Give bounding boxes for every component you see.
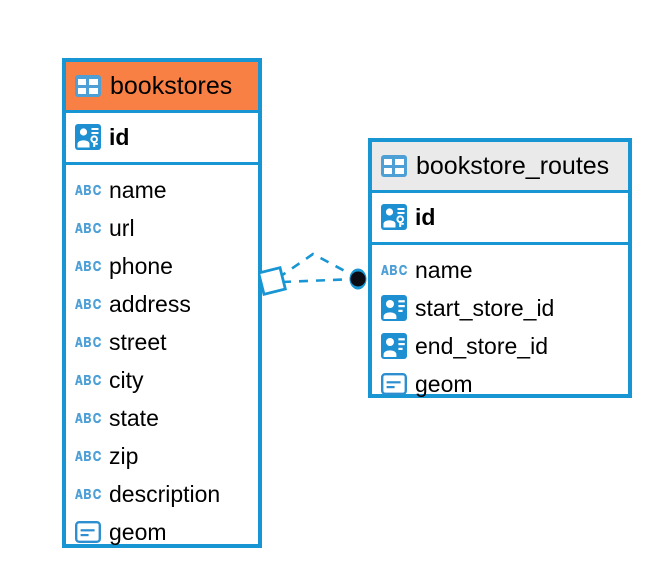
field-row-state[interactable]: state (66, 399, 258, 437)
primary-key-icon (381, 204, 407, 230)
field-label-state: state (109, 404, 159, 431)
field-row-geom[interactable]: geom (66, 513, 258, 551)
field-row-phone[interactable]: phone (66, 247, 258, 285)
text-type-icon (75, 373, 101, 387)
field-row-address[interactable]: address (66, 285, 258, 323)
text-type-icon (75, 297, 101, 311)
field-row-description[interactable]: description (66, 475, 258, 513)
field-row-geom[interactable]: geom (372, 365, 628, 403)
field-label-start-store-id: start_store_id (415, 294, 555, 321)
entity-table-bookstores[interactable]: bookstores id (62, 58, 262, 548)
text-type-icon (75, 259, 101, 273)
field-row-street[interactable]: street (66, 323, 258, 361)
text-type-icon (75, 221, 101, 235)
text-type-icon (75, 335, 101, 349)
field-label-street: street (109, 328, 167, 355)
field-row-name[interactable]: name (66, 171, 258, 209)
entity-header-bookstores[interactable]: bookstores (66, 62, 258, 110)
foreign-key-icon (381, 295, 407, 321)
text-type-icon (75, 183, 101, 197)
geometry-type-icon (381, 371, 407, 397)
relationship-connector[interactable] (256, 240, 378, 320)
field-label-name: name (109, 176, 167, 203)
primary-key-section-bookstores: id (66, 110, 258, 165)
field-label-description: description (109, 480, 221, 507)
field-label-end-store-id: end_store_id (415, 332, 548, 359)
entity-title-bookstores: bookstores (110, 71, 233, 100)
fields-section-bookstore-routes: name start_store_id (372, 245, 628, 407)
text-type-icon (75, 411, 101, 425)
entity-table-bookstore-routes[interactable]: bookstore_routes id (368, 138, 632, 398)
diamond-marker (256, 265, 288, 297)
field-label-address: address (109, 290, 191, 317)
foreign-key-icon (381, 333, 407, 359)
entity-header-bookstore-routes[interactable]: bookstore_routes (372, 142, 628, 190)
field-label-geom: geom (109, 518, 167, 545)
geometry-type-icon (75, 519, 101, 545)
field-label-primary-key: id (415, 203, 436, 230)
field-row-zip[interactable]: zip (66, 437, 258, 475)
field-label-zip: zip (109, 442, 139, 469)
field-label-geom: geom (415, 370, 473, 397)
field-label-url: url (109, 214, 135, 241)
table-icon (75, 75, 101, 97)
field-row-city[interactable]: city (66, 361, 258, 399)
primary-key-icon (75, 124, 101, 150)
field-row-primary-key[interactable]: id (66, 118, 258, 156)
text-type-icon (75, 449, 101, 463)
primary-key-section-bookstore-routes: id (372, 190, 628, 245)
field-row-end-store-id[interactable]: end_store_id (372, 327, 628, 365)
fields-section-bookstores: name url (66, 165, 258, 555)
entity-title-bookstore-routes: bookstore_routes (416, 151, 610, 180)
field-row-name[interactable]: name (372, 251, 628, 289)
table-icon (381, 155, 407, 177)
field-row-start-store-id[interactable]: start_store_id (372, 289, 628, 327)
field-row-primary-key[interactable]: id (372, 198, 628, 236)
relationship-line-upper (277, 252, 357, 280)
relationship-line-lower (281, 277, 357, 284)
filled-circle-marker (349, 268, 367, 290)
text-type-icon (75, 487, 101, 501)
field-label-primary-key: id (109, 123, 130, 150)
text-type-icon (381, 263, 407, 277)
field-label-name: name (415, 256, 473, 283)
field-row-url[interactable]: url (66, 209, 258, 247)
field-label-phone: phone (109, 252, 173, 279)
field-label-city: city (109, 366, 144, 393)
